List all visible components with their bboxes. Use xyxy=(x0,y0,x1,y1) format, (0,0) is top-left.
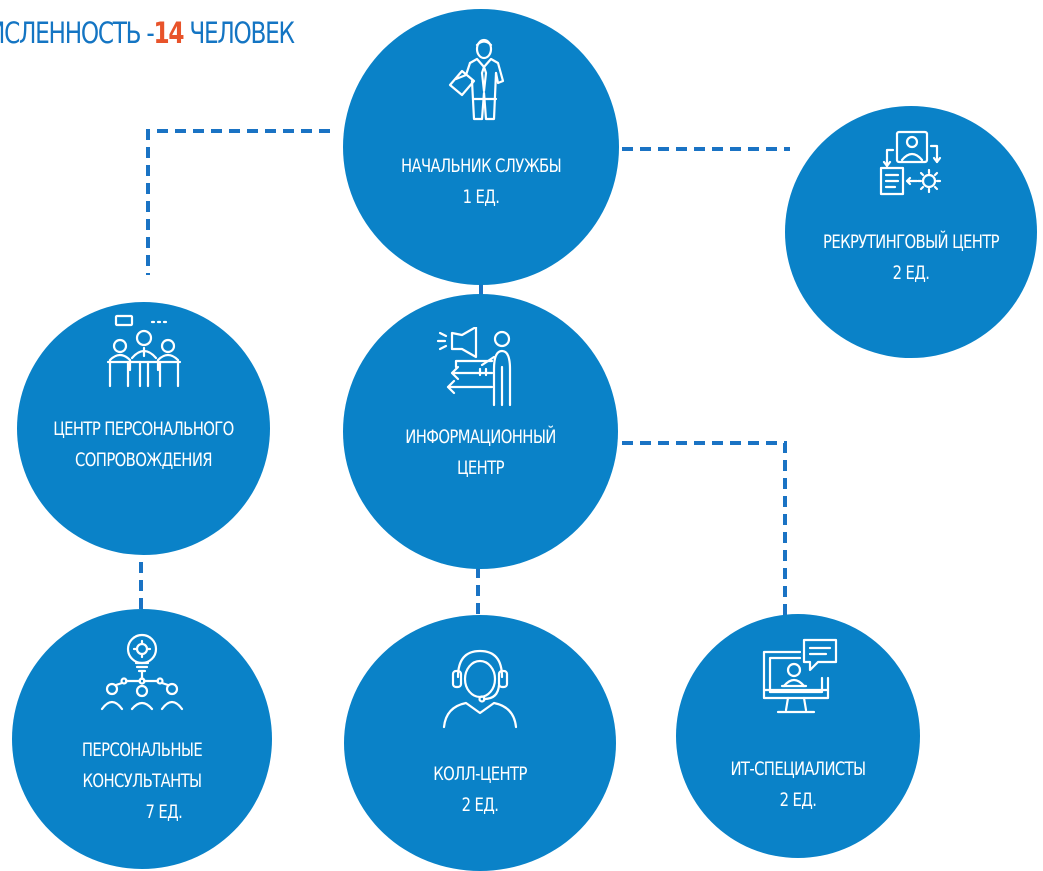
it-count: 2 ЕД. xyxy=(779,789,817,811)
consultants-count: 7 ЕД. xyxy=(145,801,183,823)
it-label: ИТ-СПЕЦИАЛИСТЫ 2 ЕД. xyxy=(676,754,920,816)
info-title-line1: ИНФОРМАЦИОННЫЙ xyxy=(405,426,556,448)
connector-head-personnel xyxy=(146,129,330,275)
recruiting-gear-icon xyxy=(879,130,942,196)
node-information-center: ИНФОРМАЦИОННЫЙ ЦЕНТР xyxy=(343,294,618,569)
consultants-title-line2: КОНСУЛЬТАНТЫ xyxy=(82,770,203,792)
personnel-title-line2: СОПРОВОЖДЕНИЯ xyxy=(75,449,213,471)
node-recruiting-center: РЕКРУТИНГОВЫЙ ЦЕНТР 2 ЕД. xyxy=(785,106,1037,358)
title-suffix: ЧЕЛОВЕК xyxy=(183,16,295,50)
head-title: НАЧАЛЬНИК СЛУЖБЫ xyxy=(400,155,562,177)
headset-operator-icon xyxy=(442,649,518,729)
it-title: ИТ-СПЕЦИАЛИСТЫ xyxy=(730,758,866,780)
personnel-title-line1: ЦЕНТР ПЕРСОНАЛЬНОГО xyxy=(53,418,234,440)
head-count: 1 ЕД. xyxy=(462,186,500,208)
consultants-title-line1: ПЕРСОНАЛЬНЫЕ xyxy=(81,739,203,761)
node-head-of-service: НАЧАЛЬНИК СЛУЖБЫ 1 ЕД. xyxy=(343,9,619,285)
head-label: НАЧАЛЬНИК СЛУЖБЫ 1 ЕД. xyxy=(343,151,619,213)
recruiting-count: 2 ЕД. xyxy=(892,262,930,284)
megaphone-speaker-icon xyxy=(436,327,511,407)
title-prefix: ИСЛЕННОСТЬ - xyxy=(0,16,155,50)
team-meeting-icon xyxy=(106,314,181,388)
callcenter-title: КОЛЛ-ЦЕНТР xyxy=(433,763,527,785)
node-personal-consultants: ПЕРСОНАЛЬНЫЕ КОНСУЛЬТАНТЫ 7 ЕД. xyxy=(12,609,272,869)
businessman-icon xyxy=(448,38,505,121)
personnel-label: ЦЕНТР ПЕРСОНАЛЬНОГО СОПРОВОЖДЕНИЯ xyxy=(17,414,270,476)
consultants-label: ПЕРСОНАЛЬНЫЕ КОНСУЛЬТАНТЫ 7 ЕД. xyxy=(12,735,272,828)
callcenter-label: КОЛЛ-ЦЕНТР 2 ЕД. xyxy=(344,759,616,821)
recruiting-label: РЕКРУТИНГОВЫЙ ЦЕНТР 2 ЕД. xyxy=(785,227,1037,289)
headcount-number: 14 xyxy=(153,16,184,50)
info-label: ИНФОРМАЦИОННЫЙ ЦЕНТР xyxy=(343,422,618,484)
info-title-line2: ЦЕНТР xyxy=(457,457,505,479)
node-it-specialists: ИТ-СПЕЦИАЛИСТЫ 2 ЕД. xyxy=(676,614,920,858)
page-title: ИСЛЕННОСТЬ -14 ЧЕЛОВЕК xyxy=(0,16,295,50)
node-call-center: КОЛЛ-ЦЕНТР 2 ЕД. xyxy=(344,615,616,871)
recruiting-title: РЕКРУТИНГОВЫЙ ЦЕНТР xyxy=(823,231,1000,253)
callcenter-count: 2 ЕД. xyxy=(461,794,499,816)
node-personnel-support-center: ЦЕНТР ПЕРСОНАЛЬНОГО СОПРОВОЖДЕНИЯ xyxy=(17,302,270,555)
monitor-chat-icon xyxy=(762,638,838,714)
lightbulb-network-icon xyxy=(100,633,184,711)
connector-info-it xyxy=(622,441,787,617)
